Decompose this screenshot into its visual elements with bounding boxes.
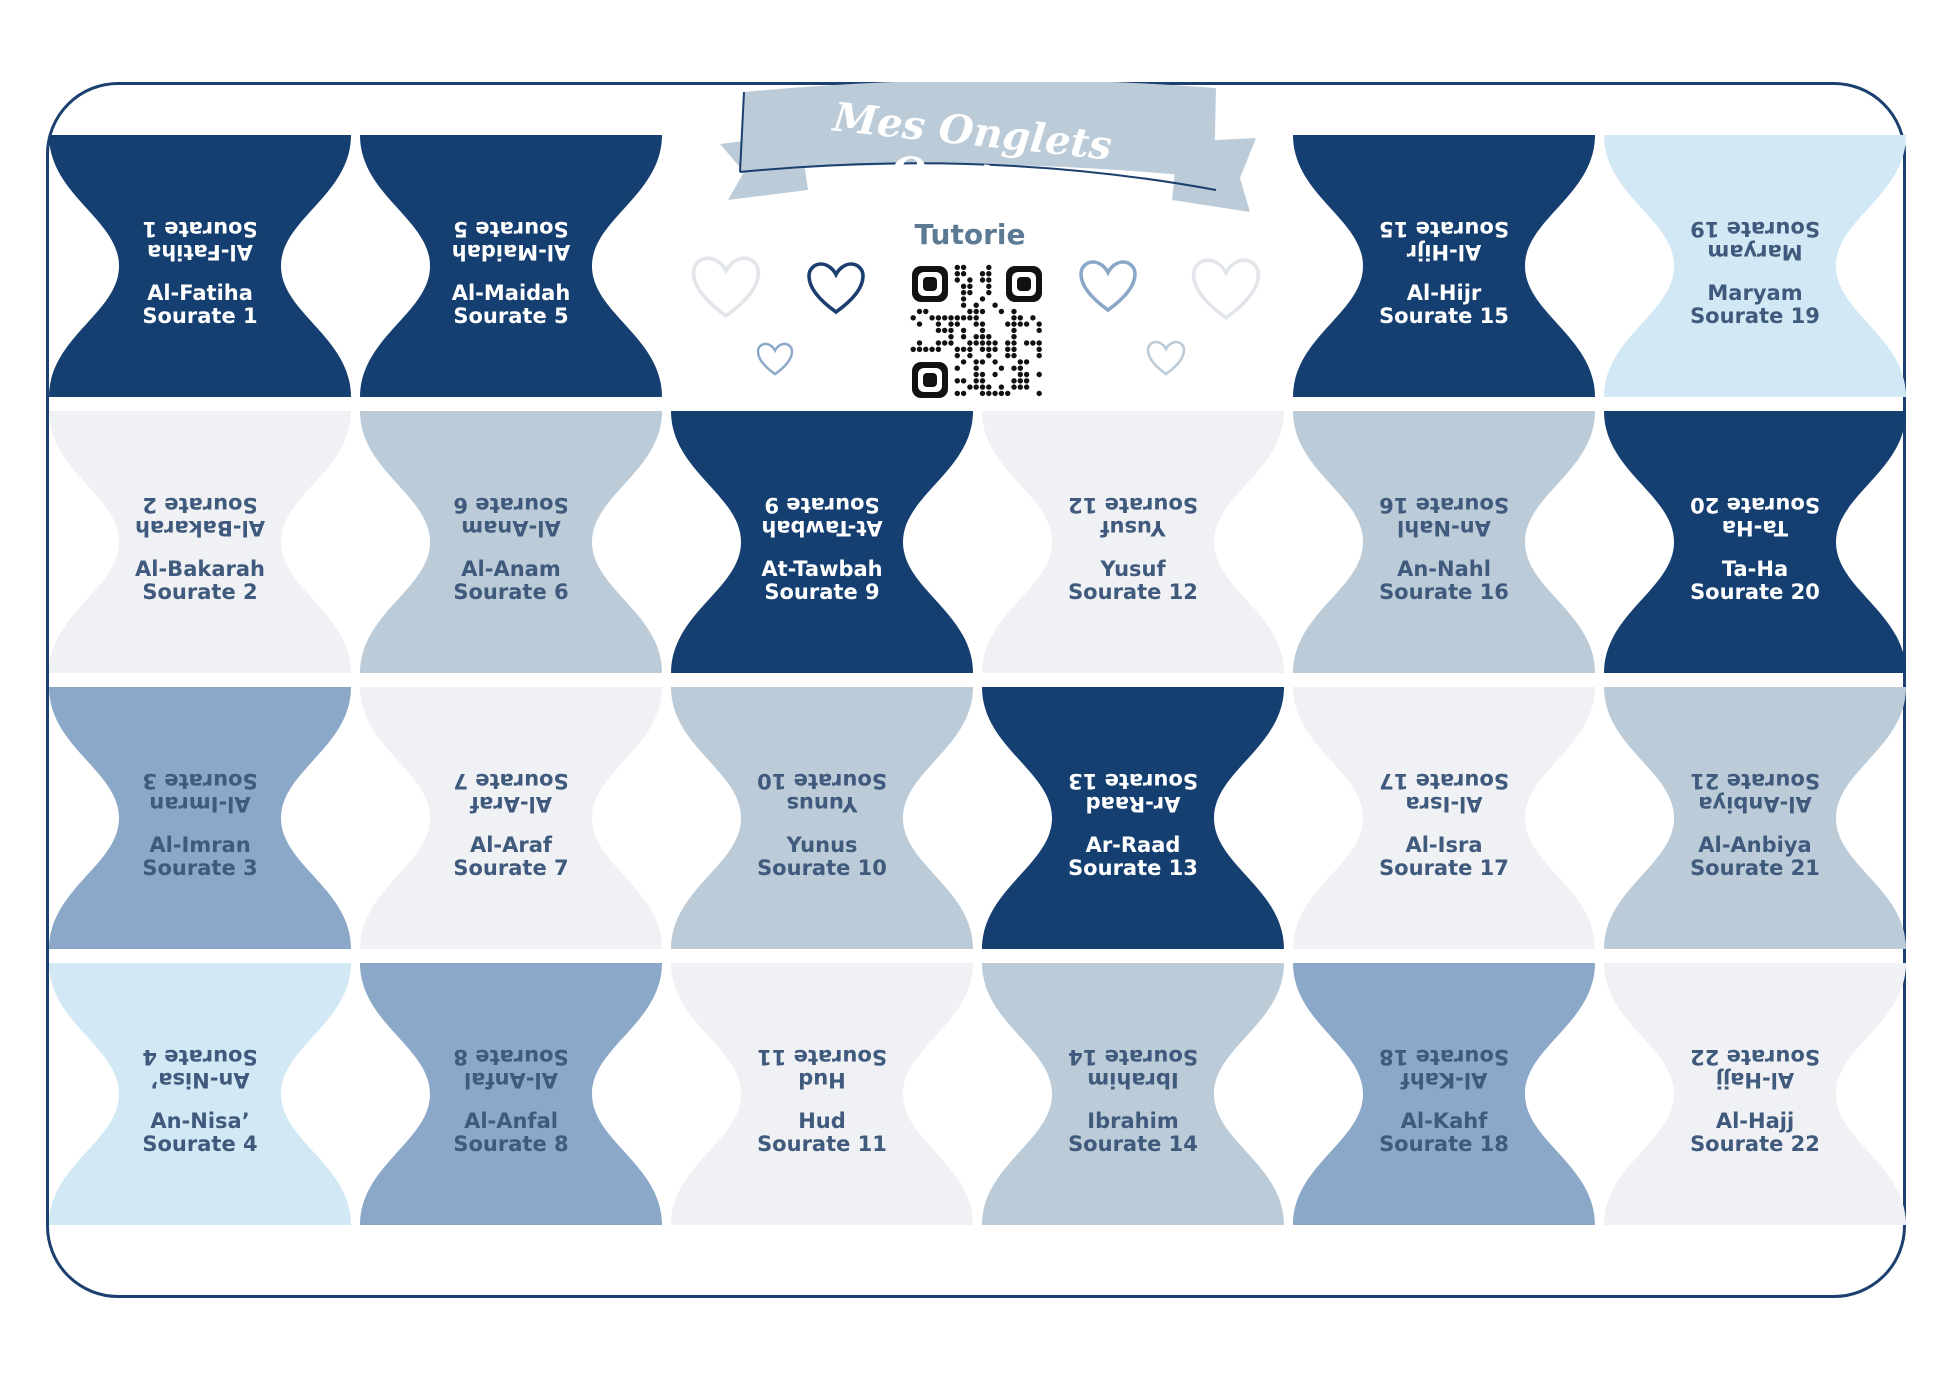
tab-shape [360, 963, 662, 1225]
tab-shape [1604, 411, 1906, 673]
tab-shape [1293, 135, 1595, 397]
tab-shape [982, 411, 1284, 673]
heart-outline-icon [1191, 258, 1261, 321]
tab-shape [1293, 411, 1595, 673]
tab-an-nisa[interactable]: An-Nisa’Sourate 4 An-Nisa’Sourate 4 [49, 963, 351, 1225]
tutorial-label: Tutorie [914, 218, 1026, 251]
tab-label-mirrored: An-Nisa’Sourate 4 [142, 1045, 258, 1092]
tab-shape [1604, 135, 1906, 397]
title-ribbon [720, 82, 1256, 212]
tutorial-qr-code[interactable] [910, 264, 1044, 400]
tab-shape [982, 687, 1284, 949]
heart-outline-icon [807, 262, 865, 315]
tab-label: An-Nisa’Sourate 4 [142, 1109, 258, 1156]
heart-outline-icon [1146, 340, 1186, 376]
heart-outline-icon [691, 256, 761, 319]
tab-shape [671, 687, 973, 949]
heart-outline-icon [756, 342, 794, 376]
tab-shape [671, 963, 973, 1225]
tab-shape [1293, 687, 1595, 949]
tab-shape [1604, 963, 1906, 1225]
tab-shape [982, 963, 1284, 1225]
tab-shape [49, 411, 351, 673]
tab-shape [1293, 963, 1595, 1225]
tab-shape [1604, 687, 1906, 949]
tab-shape [49, 963, 351, 1225]
tab-shape [360, 687, 662, 949]
tab-shape [671, 411, 973, 673]
heart-outline-icon [1079, 260, 1137, 313]
tab-shape [360, 411, 662, 673]
tab-shape [360, 135, 662, 397]
tab-shape [49, 687, 351, 949]
tab-shape [49, 135, 351, 397]
